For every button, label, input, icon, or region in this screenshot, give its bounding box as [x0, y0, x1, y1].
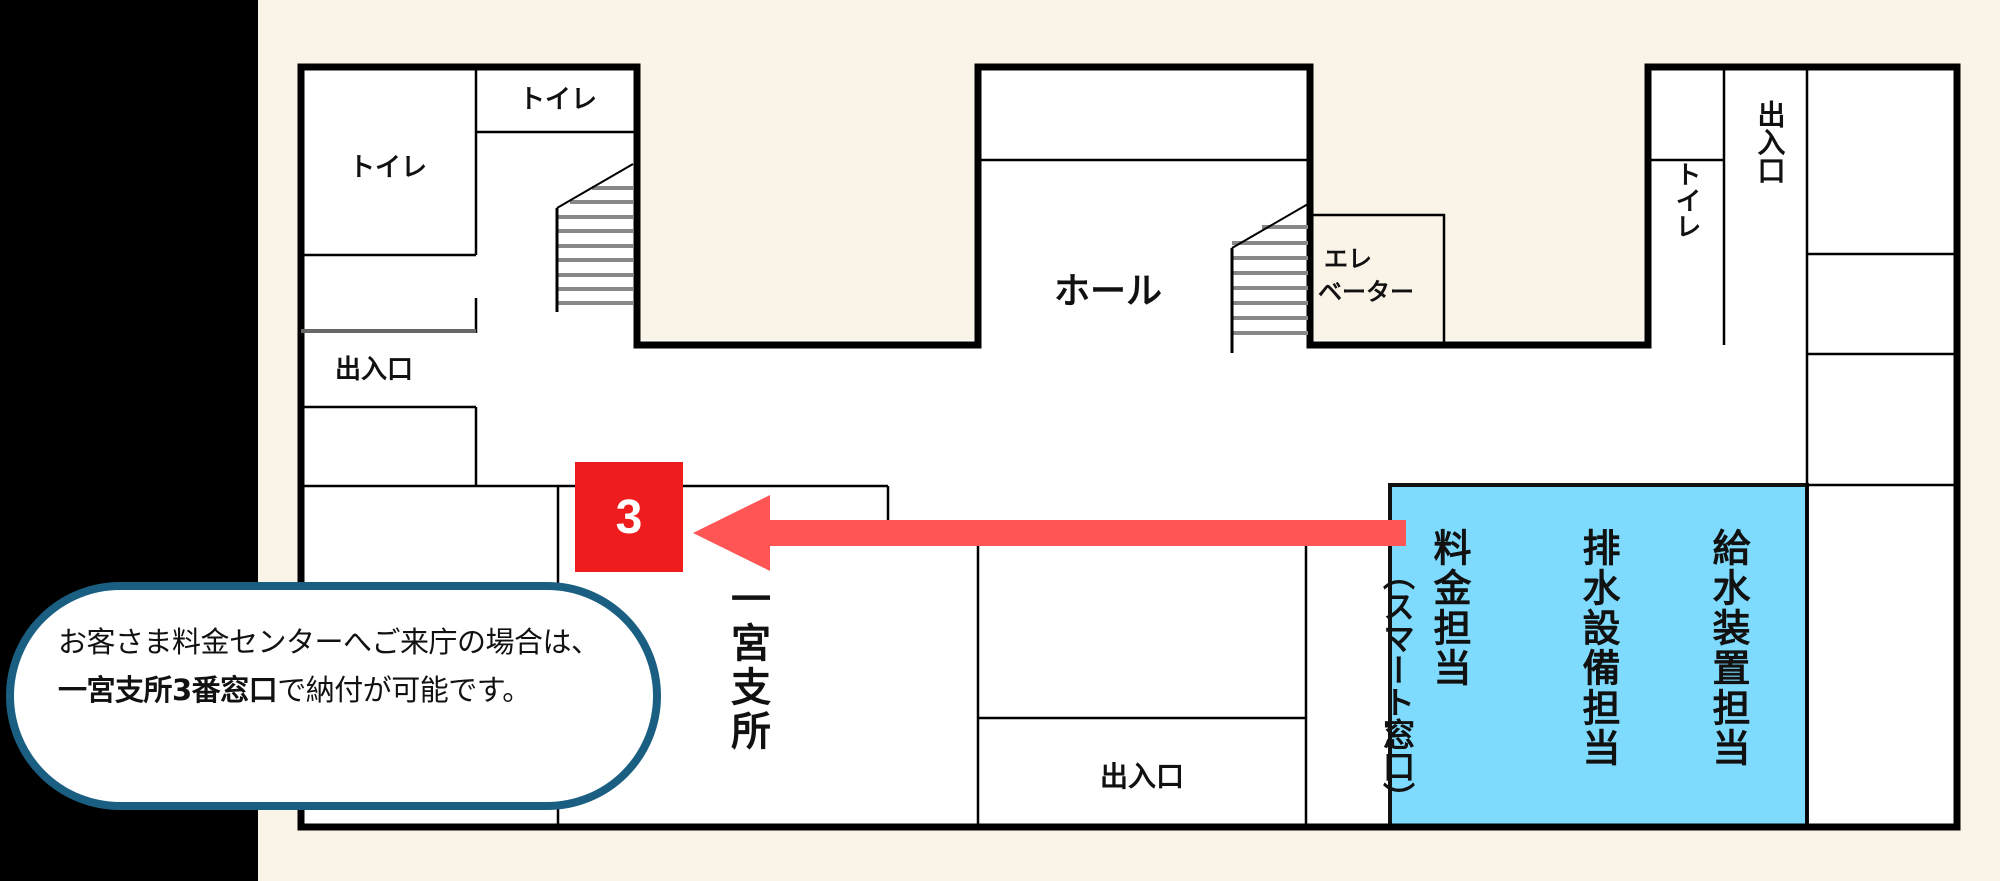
- entrance-label: 出入口: [1754, 100, 1787, 184]
- toilet-label: トイレ: [349, 153, 427, 183]
- drainage-label: 排水設備担当: [1576, 528, 1620, 768]
- stairs-hall-icon: [1230, 203, 1309, 353]
- callout-text-bold: 一宮支所3番窓口: [58, 673, 278, 707]
- callout-text: お客さま料金センターへご来庁の場合は、一宮支所3番窓口で納付が可能です。: [58, 618, 618, 714]
- direction-arrow-icon: [693, 495, 1406, 571]
- fee-counter-label: 料金担当: [1427, 528, 1472, 688]
- hall-label: ホール: [1054, 271, 1162, 312]
- info-callout: [6, 582, 661, 810]
- window-number: 3: [615, 490, 643, 544]
- stairs-left-icon: [555, 163, 634, 312]
- toilet-label: トイレ: [519, 85, 597, 115]
- water-services-zone: [1388, 483, 1809, 829]
- water-supply-label: 給水装置担当: [1706, 528, 1750, 768]
- elevator-label: ベーター: [1318, 278, 1414, 306]
- elevator-label: エレ: [1324, 245, 1372, 273]
- window-number-badge: 3: [575, 462, 683, 572]
- fee-counter-sub-label: （スマート窓口）: [1378, 558, 1416, 814]
- entrance-label: 出入口: [335, 355, 413, 385]
- callout-text-after: で納付が可能です。: [277, 673, 531, 707]
- callout-text-before: お客さま料金センターへご来庁の場合は、: [58, 625, 600, 659]
- entrance-label: 出入口: [1100, 760, 1184, 793]
- outer-wall: [297, 63, 1961, 831]
- toilet-label: トイレ: [1671, 161, 1701, 239]
- branch-office-label: 一宮支所: [724, 578, 771, 754]
